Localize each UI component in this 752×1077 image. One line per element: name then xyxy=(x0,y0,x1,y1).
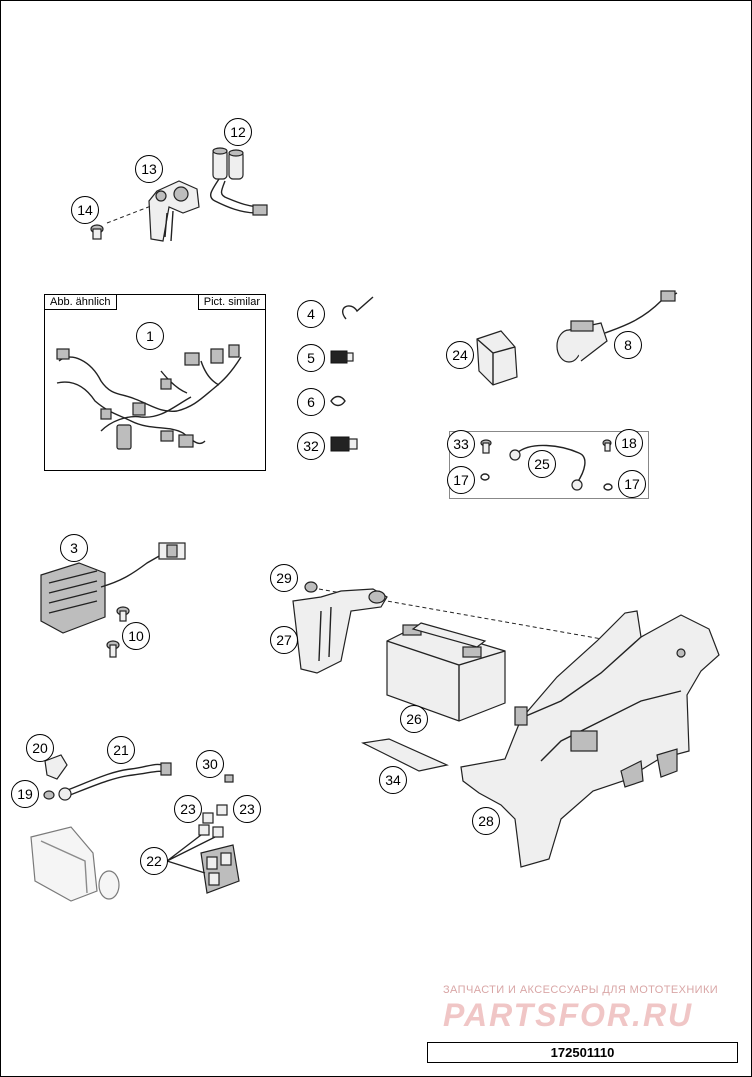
callout-23-right: 23 xyxy=(233,795,261,823)
battery-26 xyxy=(386,622,506,722)
callout-25: 25 xyxy=(528,450,556,478)
screw-14 xyxy=(90,224,104,240)
callout-22: 22 xyxy=(140,847,168,875)
connector-5 xyxy=(330,350,354,364)
battery-pad-34 xyxy=(361,738,449,772)
starter-motor xyxy=(30,826,120,902)
callout-32: 32 xyxy=(297,432,325,460)
callout-17-right: 17 xyxy=(618,470,646,498)
callout-34: 34 xyxy=(379,766,407,794)
callout-24: 24 xyxy=(446,341,474,369)
callout-26: 26 xyxy=(400,705,428,733)
cable-21 xyxy=(58,762,172,801)
washer-17a xyxy=(480,473,490,481)
inset-label-left: Abb. ähnlich xyxy=(44,294,117,310)
screw-10b xyxy=(106,640,120,658)
watermark-tagline: ЗАПЧАСТИ И АКСЕССУАРЫ ДЛЯ МОТОТЕХНИКИ xyxy=(443,984,719,996)
callout-18: 18 xyxy=(615,429,643,457)
screw-10a xyxy=(116,606,130,622)
screw-33 xyxy=(480,439,492,454)
group-frame-cables xyxy=(449,431,649,499)
washer-17b xyxy=(603,483,613,491)
callout-28: 28 xyxy=(472,807,500,835)
wiring-harness-1 xyxy=(56,344,242,450)
callout-17-left: 17 xyxy=(447,466,475,494)
diagram-code: 172501110 xyxy=(427,1042,738,1063)
starter-relay-8 xyxy=(556,290,678,363)
cable-tie-4 xyxy=(341,296,374,320)
callout-20: 20 xyxy=(26,734,54,762)
screw-18 xyxy=(602,439,612,452)
rubber-cover-24 xyxy=(476,330,518,386)
harness-inset: Abb. ähnlich Pict. similar xyxy=(44,294,266,471)
cable-25 xyxy=(509,444,586,491)
clip-6 xyxy=(330,395,346,407)
callout-23-left: 23 xyxy=(174,795,202,823)
callout-29: 29 xyxy=(270,564,298,592)
callout-14: 14 xyxy=(71,196,99,224)
cap-20 xyxy=(44,754,68,780)
callout-33: 33 xyxy=(447,430,475,458)
callout-5: 5 xyxy=(297,344,325,372)
callout-19: 19 xyxy=(11,780,39,808)
fuse-box-22 xyxy=(200,844,240,894)
callout-8: 8 xyxy=(614,331,642,359)
callout-30: 30 xyxy=(196,750,224,778)
nut-29 xyxy=(304,581,318,593)
callout-1: 1 xyxy=(136,322,164,350)
callout-6: 6 xyxy=(297,388,325,416)
callout-4: 4 xyxy=(297,300,325,328)
fuse-23a xyxy=(202,812,214,824)
fuse-23b xyxy=(216,804,228,816)
callout-12: 12 xyxy=(224,118,252,146)
callout-27: 27 xyxy=(270,626,298,654)
callout-10: 10 xyxy=(122,622,150,650)
inset-label-right: Pict. similar xyxy=(197,294,266,310)
connector-32 xyxy=(330,436,358,452)
watermark-logo: PARTSFOR.RU xyxy=(443,997,694,1033)
leader-22 xyxy=(166,834,216,874)
voltage-regulator-3 xyxy=(40,542,186,634)
callout-13: 13 xyxy=(135,155,163,183)
battery-box-28 xyxy=(460,610,720,868)
battery-holder-27 xyxy=(292,588,388,674)
callout-21: 21 xyxy=(107,736,135,764)
ignition-switch-12 xyxy=(209,147,268,216)
callout-3: 3 xyxy=(60,534,88,562)
nut-19 xyxy=(43,790,55,800)
fuse-30 xyxy=(224,774,234,783)
ignition-lock-bracket xyxy=(148,180,200,242)
fuse-22 xyxy=(198,824,224,838)
